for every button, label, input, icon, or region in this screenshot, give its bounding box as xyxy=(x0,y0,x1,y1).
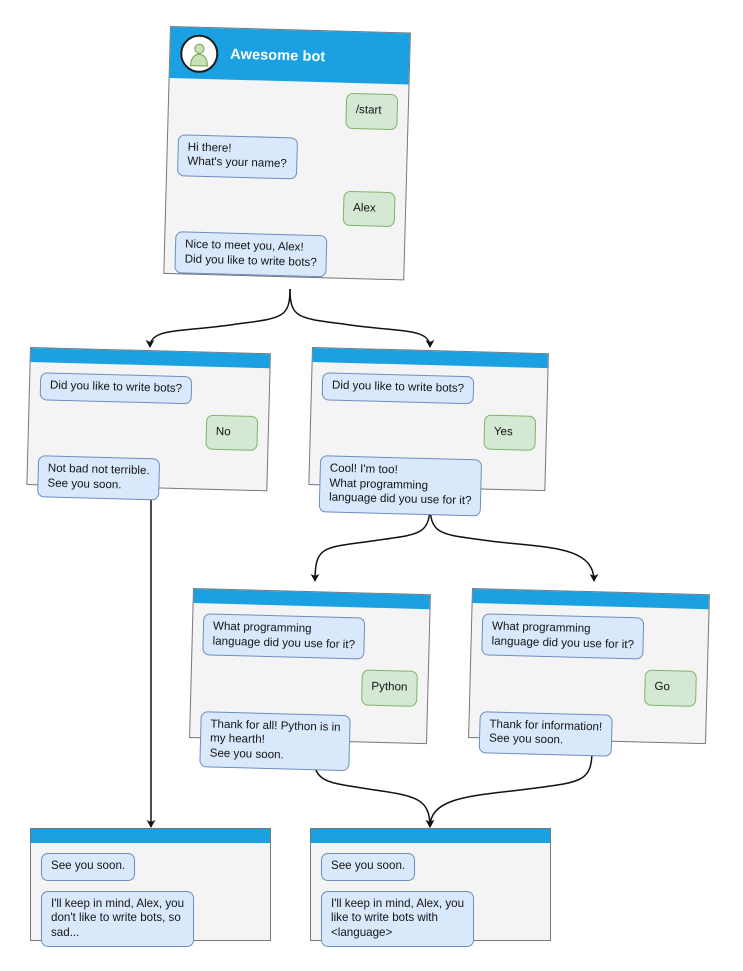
bot-message-bubble[interactable]: Not bad not terrible. See you soon. xyxy=(37,455,160,501)
message-row: Alex xyxy=(176,186,396,228)
user-message-bubble[interactable]: Python xyxy=(360,669,418,707)
user-message-bubble[interactable]: /start xyxy=(345,92,399,130)
card-end-sad[interactable]: See you soon. I'll keep in mind, Alex, y… xyxy=(30,828,271,947)
message-row: I'll keep in mind, Alex, you like to wri… xyxy=(321,890,540,947)
user-message-bubble[interactable]: No xyxy=(205,414,259,451)
message-row: No xyxy=(38,410,259,451)
message-row: /start xyxy=(178,88,399,130)
message-row: Thank for all! Python is in my hearth! S… xyxy=(199,710,416,773)
message-row: Did you like to write bots? xyxy=(321,372,538,405)
card-header-bar xyxy=(31,829,270,843)
card-end-happy[interactable]: See you soon. I'll keep in mind, Alex, y… xyxy=(310,828,551,947)
card-branch-python[interactable]: What programming language did you use fo… xyxy=(189,588,431,772)
message-row: What programming language did you use fo… xyxy=(481,613,698,661)
message-row: Yes xyxy=(320,410,537,451)
bot-message-bubble[interactable]: I'll keep in mind, Alex, you like to wri… xyxy=(321,890,475,947)
message-row: Python xyxy=(201,665,418,707)
person-avatar-icon xyxy=(179,33,219,73)
message-row: Cool! I'm too! What programming language… xyxy=(318,455,535,517)
bot-message-bubble[interactable]: See you soon. xyxy=(41,853,136,881)
message-row: Thank for information! See you soon. xyxy=(478,710,696,759)
bot-message-bubble[interactable]: Hi there! What's your name? xyxy=(176,133,298,179)
card-header-bar: Awesome bot xyxy=(169,27,410,85)
user-message-bubble[interactable]: Alex xyxy=(342,190,396,228)
message-row: Go xyxy=(480,665,697,707)
message-row: Hi there! What's your name? xyxy=(176,133,397,182)
card-branch-go[interactable]: What programming language did you use fo… xyxy=(468,588,710,757)
card-branch-no[interactable]: Did you like to write bots? No Not bad n… xyxy=(26,347,271,501)
card-root-conversation[interactable]: Awesome bot /start Hi there! What's your… xyxy=(163,26,411,281)
chat-transcript: See you soon. I'll keep in mind, Alex, y… xyxy=(31,843,270,969)
chat-transcript: What programming language did you use fo… xyxy=(468,603,708,781)
message-row: Not bad not terrible. See you soon. xyxy=(37,455,257,503)
message-row: Nice to meet you, Alex! Did you like to … xyxy=(174,231,394,279)
bot-message-bubble[interactable]: I'll keep in mind, Alex, you don't like … xyxy=(41,890,195,947)
chat-transcript: What programming language did you use fo… xyxy=(189,603,430,795)
message-row: What programming language did you use fo… xyxy=(202,613,419,661)
message-row: See you soon. xyxy=(321,853,540,881)
bot-name-title: Awesome bot xyxy=(230,46,326,65)
user-message-bubble[interactable]: Yes xyxy=(483,414,537,451)
user-message-bubble[interactable]: Go xyxy=(643,669,697,707)
bot-message-bubble[interactable]: Cool! I'm too! What programming language… xyxy=(318,455,483,516)
message-row: See you soon. xyxy=(41,853,260,881)
bot-message-bubble[interactable]: Thank for all! Python is in my hearth! S… xyxy=(199,710,351,772)
chat-transcript: /start Hi there! What's your name? Alex … xyxy=(164,78,409,301)
chat-transcript: Did you like to write bots? No Not bad n… xyxy=(26,362,269,525)
chat-transcript: See you soon. I'll keep in mind, Alex, y… xyxy=(311,843,550,969)
bot-message-bubble[interactable]: Did you like to write bots? xyxy=(39,372,193,404)
bot-message-bubble[interactable]: What programming language did you use fo… xyxy=(481,613,645,660)
message-row: I'll keep in mind, Alex, you don't like … xyxy=(41,890,260,947)
chat-transcript: Did you like to write bots? Yes Cool! I'… xyxy=(308,362,547,540)
card-header-bar xyxy=(311,829,550,843)
card-branch-yes[interactable]: Did you like to write bots? Yes Cool! I'… xyxy=(308,347,549,516)
bot-message-bubble[interactable]: Did you like to write bots? xyxy=(321,372,475,404)
bot-message-bubble[interactable]: What programming language did you use fo… xyxy=(202,613,366,660)
bot-message-bubble[interactable]: Nice to meet you, Alex! Did you like to … xyxy=(174,231,328,278)
message-row: Did you like to write bots? xyxy=(39,372,260,405)
bot-message-bubble[interactable]: Thank for information! See you soon. xyxy=(478,710,613,757)
bot-message-bubble[interactable]: See you soon. xyxy=(321,853,416,881)
